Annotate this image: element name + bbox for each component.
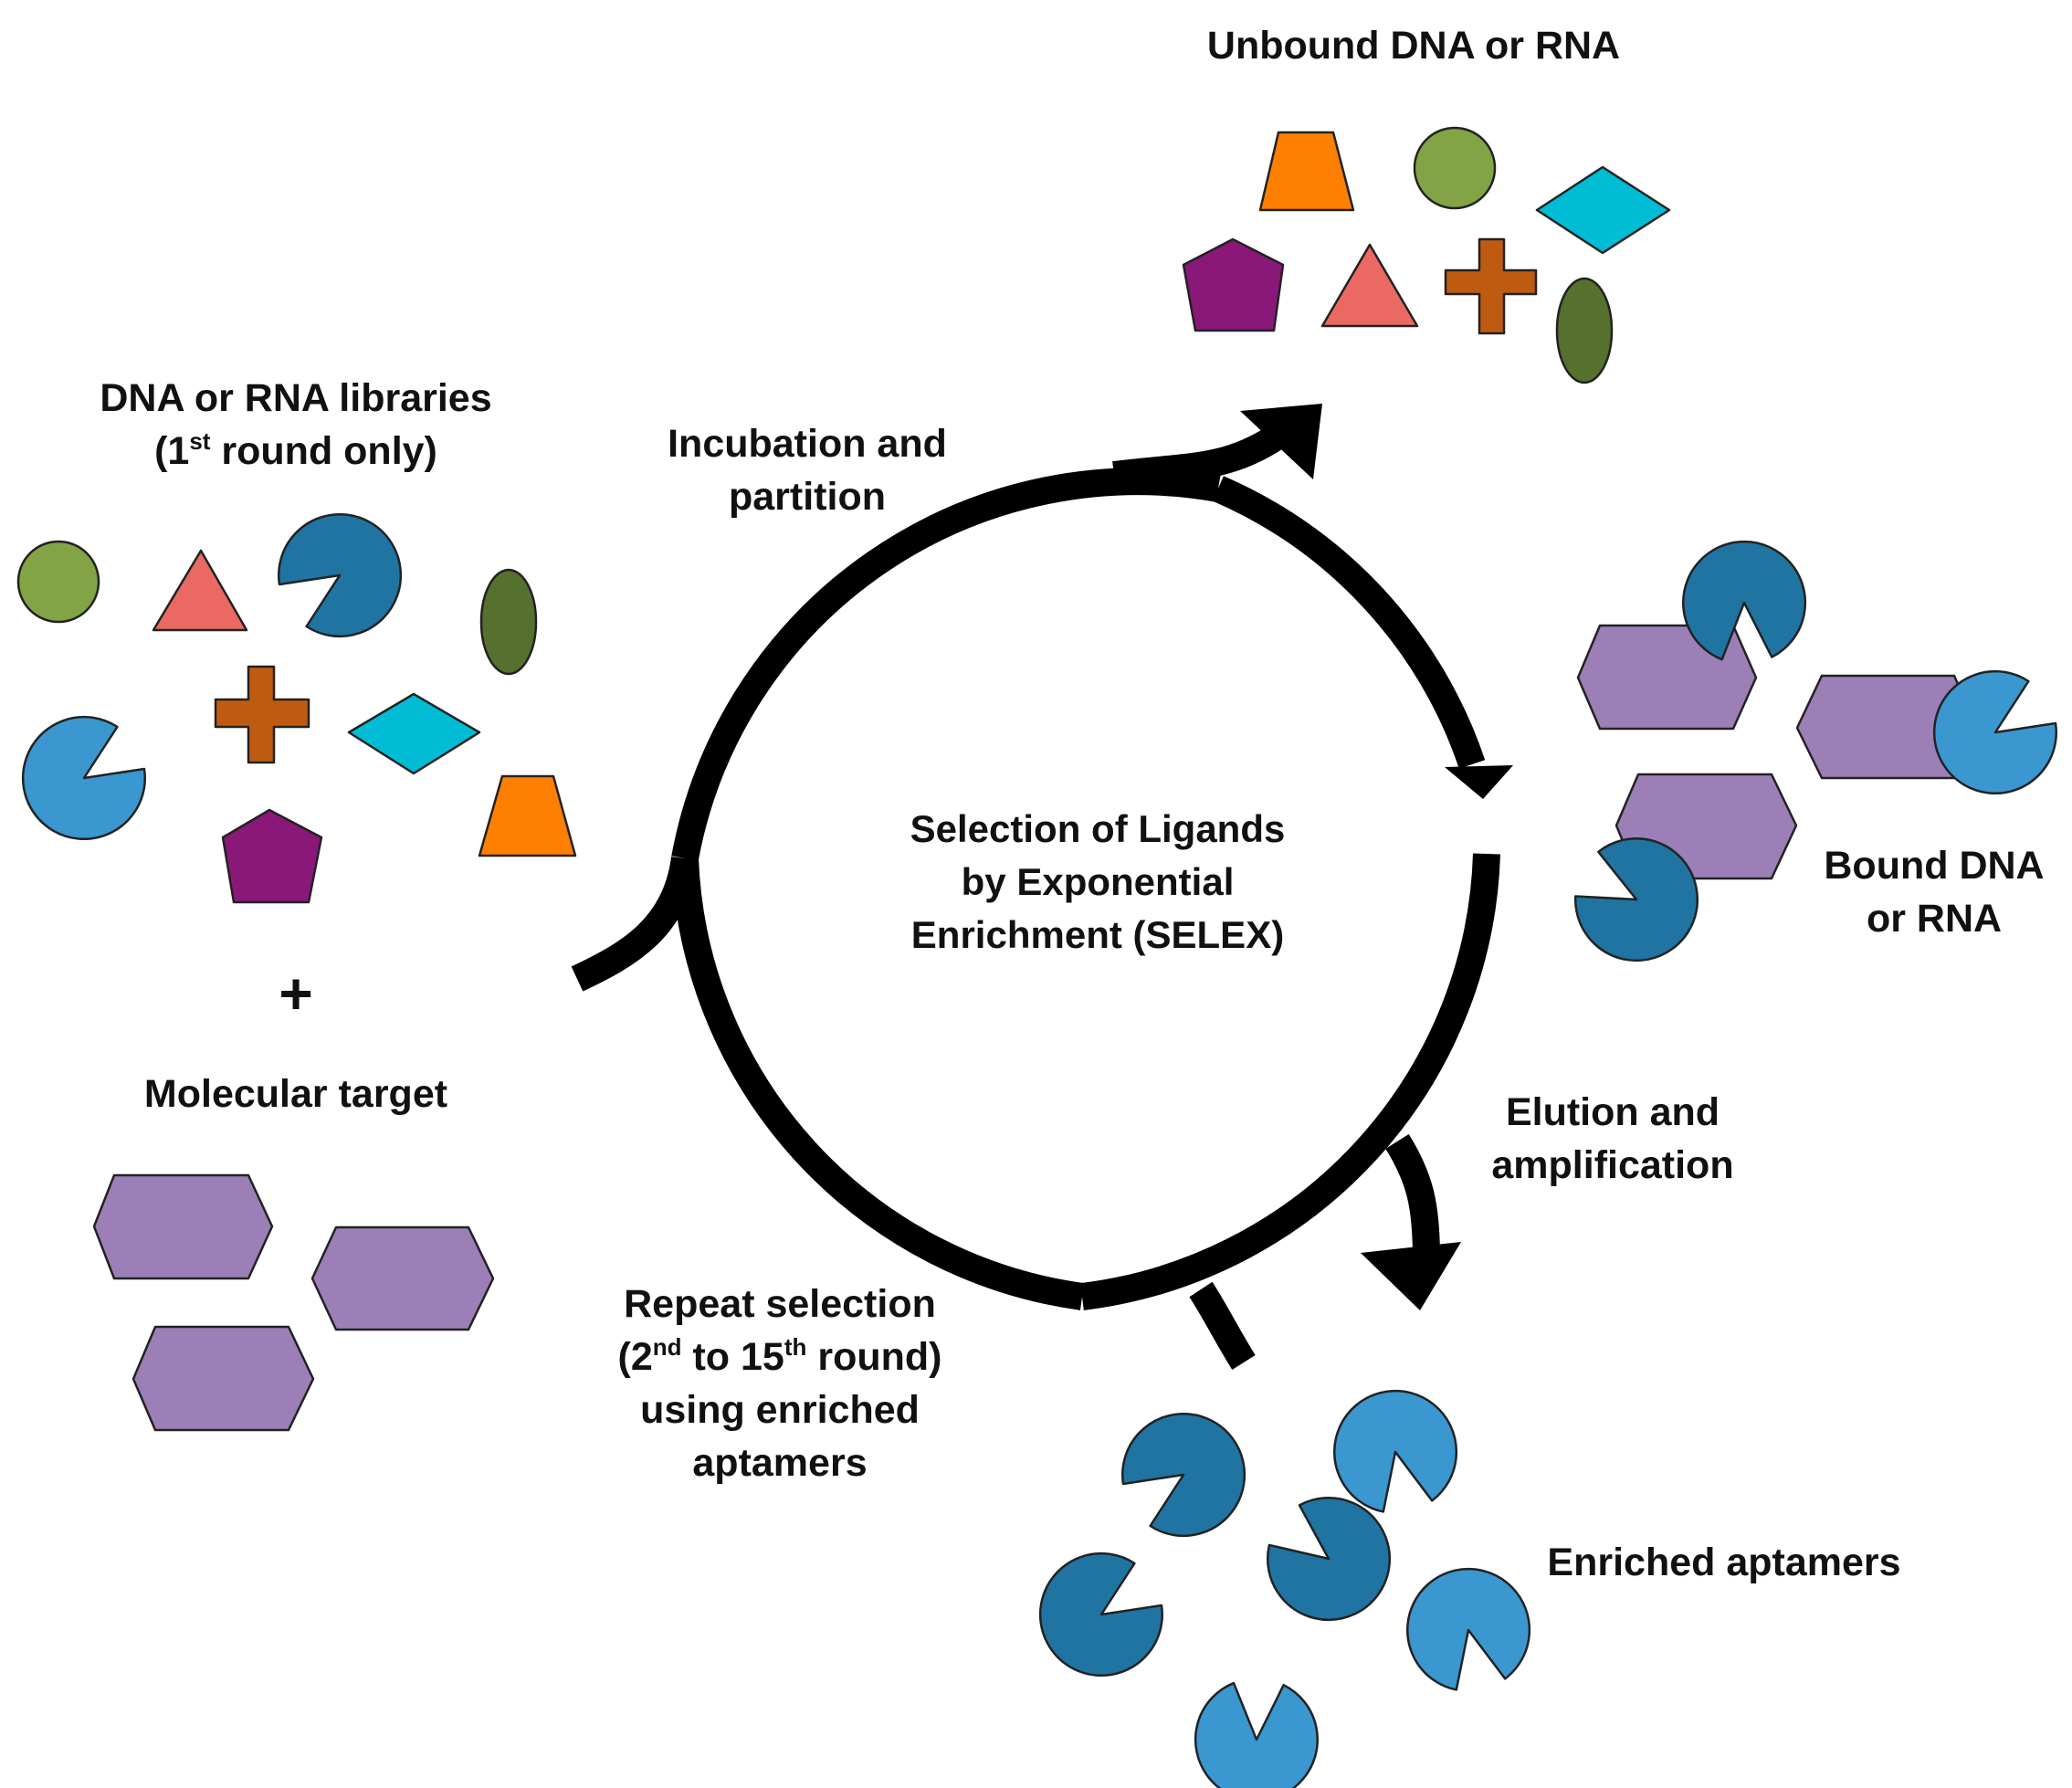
cycle-arc-left [671, 468, 1221, 861]
center-label: Selection of Ligands by Exponential Enri… [910, 807, 1286, 956]
target-label: Molecular target [144, 1072, 447, 1116]
diamond-shape [1535, 165, 1671, 255]
trapezoid-shape [478, 774, 577, 857]
unbound-molecules [1182, 126, 1671, 384]
ellipse-shape [479, 568, 538, 676]
triangle-shape [1320, 243, 1419, 328]
ellipse-shape [1555, 277, 1614, 384]
cycle-entry-arc [571, 856, 699, 992]
selex-cycle [571, 404, 1513, 1370]
trapezoid-shape [1258, 131, 1355, 212]
cross-shape [1444, 237, 1538, 335]
circle-shape [16, 540, 100, 624]
center-label-line2: by Exponential [962, 860, 1235, 903]
pacman-shape [278, 512, 403, 638]
cycle-arc-top-right [1213, 476, 1486, 769]
repeat-tail [1189, 1281, 1256, 1370]
unbound-branch [1112, 426, 1282, 489]
hexagon-shape [131, 1325, 315, 1432]
enriched-aptamers [1038, 1373, 1548, 1788]
pacman-shape [1121, 1412, 1246, 1538]
plus-sign: + [279, 961, 312, 1026]
unbound-label: Unbound DNA or RNA [1207, 24, 1620, 68]
bound-complexes [1551, 518, 2057, 984]
incubation-label-line1: Incubation and [668, 422, 947, 466]
diamond-shape [347, 692, 481, 775]
libraries-label-line1: DNA or RNA libraries [100, 376, 491, 420]
elution-label-line1: Elution and [1506, 1090, 1720, 1134]
enriched-label: Enriched aptamers [1547, 1541, 1900, 1584]
pentagon-shape [221, 808, 323, 904]
libraries-label-line2: (1st round only) [154, 427, 437, 473]
repeat-label: Repeat selection (2nd to 15th round) usi… [618, 1282, 942, 1485]
cycle-arc-right-bottom [1080, 853, 1500, 1310]
repeat-label-line1: Repeat selection [624, 1282, 936, 1326]
library-molecules [16, 512, 577, 904]
repeat-label-line3: using enriched [640, 1388, 920, 1432]
pacman-shape [1038, 1551, 1163, 1678]
circle-shape [1413, 126, 1497, 210]
triangle-shape [152, 549, 248, 632]
enriched-branch [1385, 1134, 1440, 1259]
elution-label-line2: amplification [1491, 1143, 1733, 1187]
pacman-shape [1389, 1551, 1548, 1709]
pentagon-shape [1182, 237, 1285, 332]
center-label-line3: Enrichment (SELEX) [911, 913, 1284, 956]
pacman-shape [1932, 669, 2057, 795]
hexagon-shape [310, 1225, 495, 1331]
arrowhead-enriched [1361, 1242, 1461, 1310]
repeat-label-line4: aptamers [692, 1441, 867, 1485]
bound-label-line1: Bound DNA [1824, 844, 2044, 888]
arrowhead-unbound [1240, 404, 1322, 479]
hexagon-shape [92, 1173, 274, 1280]
pacman-shape [21, 715, 146, 841]
pacman-shape [1170, 1653, 1343, 1788]
center-label-line1: Selection of Ligands [910, 807, 1286, 850]
arrowhead-bound [1445, 765, 1513, 799]
incubation-label-line2: partition [729, 475, 886, 519]
cross-shape [214, 665, 310, 764]
bound-label-line2: or RNA [1867, 897, 2002, 941]
repeat-label-line2: (2nd to 15th round) [618, 1333, 942, 1379]
target-molecules [92, 1173, 495, 1432]
cycle-arc-bottom [671, 857, 1085, 1310]
